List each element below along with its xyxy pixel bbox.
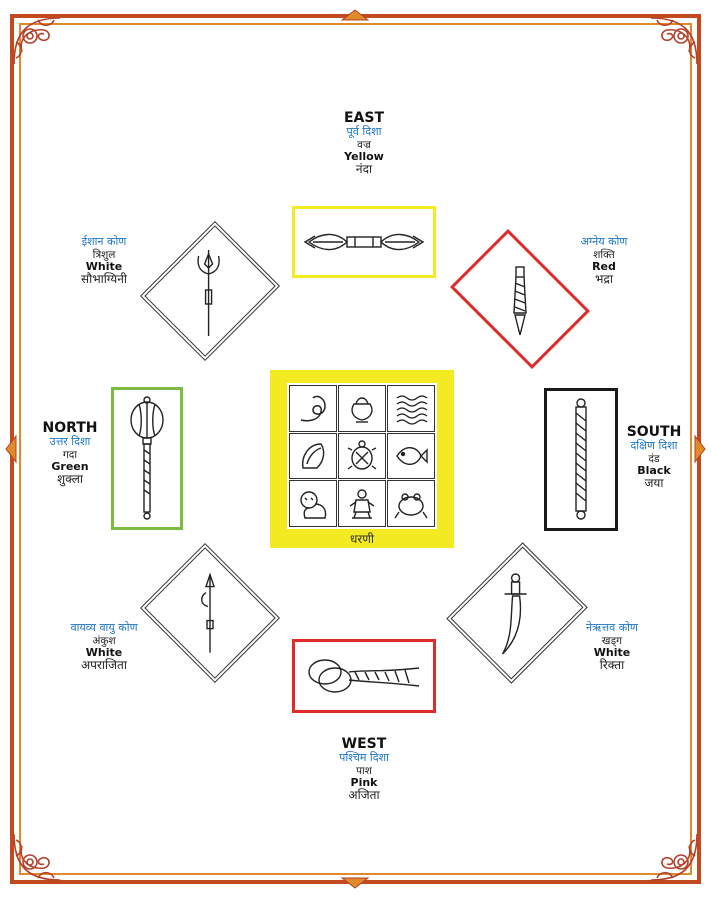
vajra-icon xyxy=(295,209,433,275)
north-weapon: गदा xyxy=(42,449,97,461)
west-title: WEST xyxy=(339,736,389,752)
southeast-deity: भद्रा xyxy=(581,273,628,287)
southeast-label: अग्नेय कोण शक्ति Red भद्रा xyxy=(581,236,628,287)
cell-tortoise xyxy=(339,434,385,479)
center-caption: धरणी xyxy=(270,530,454,547)
west-hindi: पश्चिम दिशा xyxy=(339,752,389,765)
cell-water xyxy=(388,386,434,431)
tortoise-icon xyxy=(344,438,380,474)
danda-icon xyxy=(547,391,615,528)
west-weapon: पाश xyxy=(339,765,389,777)
northeast-label: ईशान कोण त्रिशुल White सौभाग्यिनी xyxy=(81,236,127,287)
east-hindi: पूर्व दिशा xyxy=(344,126,384,139)
east-title: EAST xyxy=(344,110,384,126)
northeast-hindi: ईशान कोण xyxy=(81,236,127,249)
east-weapon: वज्र xyxy=(344,139,384,151)
top-edge-ornament xyxy=(340,8,370,22)
southwest-weapon: खड्ग xyxy=(586,635,638,647)
southeast-weapon: शक्ति xyxy=(581,249,628,261)
pasha-icon xyxy=(295,642,433,710)
south-label: SOUTH दक्षिण दिशा दंड Black जया xyxy=(627,424,682,491)
lion-icon xyxy=(295,486,331,522)
west-label: WEST पश्चिम दिशा पाश Pink अजिता xyxy=(339,736,389,803)
south-hindi: दक्षिण दिशा xyxy=(627,440,682,453)
corner-ornament-bottom-left xyxy=(8,828,66,886)
southwest-hindi: नेऋत्तव कोण xyxy=(586,622,638,635)
north-deity: शुक्ला xyxy=(42,473,97,487)
water-waves-icon xyxy=(393,390,429,426)
cell-fish xyxy=(388,434,434,479)
cell-conch xyxy=(290,434,336,479)
north-title: NORTH xyxy=(42,420,97,436)
center-grid xyxy=(287,383,437,529)
gada-icon xyxy=(114,390,180,527)
snake-icon xyxy=(295,390,331,426)
corner-ornament-bottom-right xyxy=(645,828,703,886)
northeast-weapon: त्रिशुल xyxy=(81,249,127,261)
center-panel: धरणी xyxy=(270,370,454,548)
north-weapon-box xyxy=(111,387,183,530)
corner-ornament-top-left xyxy=(8,12,66,70)
northeast-deity: सौभाग्यिनी xyxy=(81,273,127,287)
cell-frog xyxy=(388,481,434,526)
northwest-weapon: अंकुश xyxy=(70,635,137,647)
north-label: NORTH उत्तर दिशा गदा Green शुक्ला xyxy=(42,420,97,487)
right-edge-ornament xyxy=(693,434,707,464)
south-deity: जया xyxy=(627,477,682,491)
north-hindi: उत्तर दिशा xyxy=(42,436,97,449)
fish-icon xyxy=(393,438,429,474)
south-weapon: दंड xyxy=(627,453,682,465)
deity-icon xyxy=(344,486,380,522)
southwest-deity: रिक्ता xyxy=(586,659,638,673)
cell-deity xyxy=(339,481,385,526)
left-edge-ornament xyxy=(4,434,18,464)
southeast-hindi: अग्नेय कोण xyxy=(581,236,628,249)
east-weapon-box xyxy=(292,206,436,278)
west-weapon-box xyxy=(292,639,436,713)
kalash-icon xyxy=(344,390,380,426)
east-label: EAST पूर्व दिशा वज्र Yellow नंदा xyxy=(344,110,384,177)
cell-lion xyxy=(290,481,336,526)
northwest-hindi: वायव्य वायु कोण xyxy=(70,622,137,635)
south-title: SOUTH xyxy=(627,424,682,440)
bottom-edge-ornament xyxy=(340,876,370,890)
northwest-label: वायव्य वायु कोण अंकुश White अपराजिता xyxy=(70,622,137,673)
frog-icon xyxy=(393,486,429,522)
west-deity: अजिता xyxy=(339,789,389,803)
east-deity: नंदा xyxy=(344,163,384,177)
northwest-deity: अपराजिता xyxy=(70,659,137,673)
southwest-label: नेऋत्तव कोण खड्ग White रिक्ता xyxy=(586,622,638,673)
corner-ornament-top-right xyxy=(645,12,703,70)
conch-icon xyxy=(295,438,331,474)
cell-kalash xyxy=(339,386,385,431)
south-weapon-box xyxy=(544,388,618,531)
cell-snake xyxy=(290,386,336,431)
